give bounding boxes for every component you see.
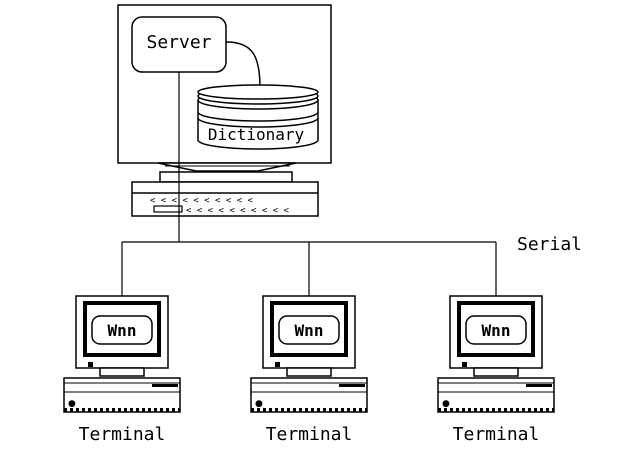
terminal-3: Wnn ● Terminal — [437, 295, 555, 445]
terminal-2: Wnn ● Terminal — [250, 295, 368, 445]
terminal-label: Terminal — [79, 424, 166, 445]
terminal-app-box — [465, 315, 527, 345]
apple-logo-icon: ● — [255, 399, 263, 409]
terminal-power-light — [462, 362, 467, 367]
terminal-base-unit — [250, 377, 368, 413]
serial-label: Serial — [517, 234, 582, 255]
terminal-power-light — [275, 362, 280, 367]
server-label: Server — [146, 32, 211, 53]
server-base-top — [159, 171, 293, 183]
server-drive-slot — [153, 205, 183, 213]
server-machine: Server Dictionary < < < < < < < < < < < … — [117, 4, 332, 217]
terminal-screen-label: Wnn — [108, 321, 137, 340]
server-dictionary-link — [225, 41, 261, 89]
dictionary-label: Dictionary — [208, 125, 305, 144]
terminal-app-box — [91, 315, 153, 345]
terminal-power-light — [88, 362, 93, 367]
svg-text:< < < < < < < < < <: < < < < < < < < < < — [186, 206, 290, 216]
terminal-app-box — [278, 315, 340, 345]
terminal-stand — [286, 367, 332, 377]
terminal-label: Terminal — [453, 424, 540, 445]
terminal-1: Wnn ● Terminal — [63, 295, 181, 445]
terminal-base-unit — [63, 377, 181, 413]
apple-logo-icon: ● — [68, 399, 76, 409]
terminal-screen-label: Wnn — [482, 321, 511, 340]
terminal-stand — [99, 367, 145, 377]
dictionary-database: Dictionary — [197, 84, 319, 150]
terminal-screen-label: Wnn — [295, 321, 324, 340]
svg-text:< < < < < < < < < <: < < < < < < < < < < — [150, 196, 254, 206]
apple-logo-icon: ● — [442, 399, 450, 409]
terminal-stand — [473, 367, 519, 377]
server-keyboard-keys: < < < < < < < < < < < < < < < < < < < < — [150, 196, 290, 216]
server-monitor-stand — [157, 162, 297, 172]
terminal-label: Terminal — [266, 424, 353, 445]
terminal-base-unit — [437, 377, 555, 413]
